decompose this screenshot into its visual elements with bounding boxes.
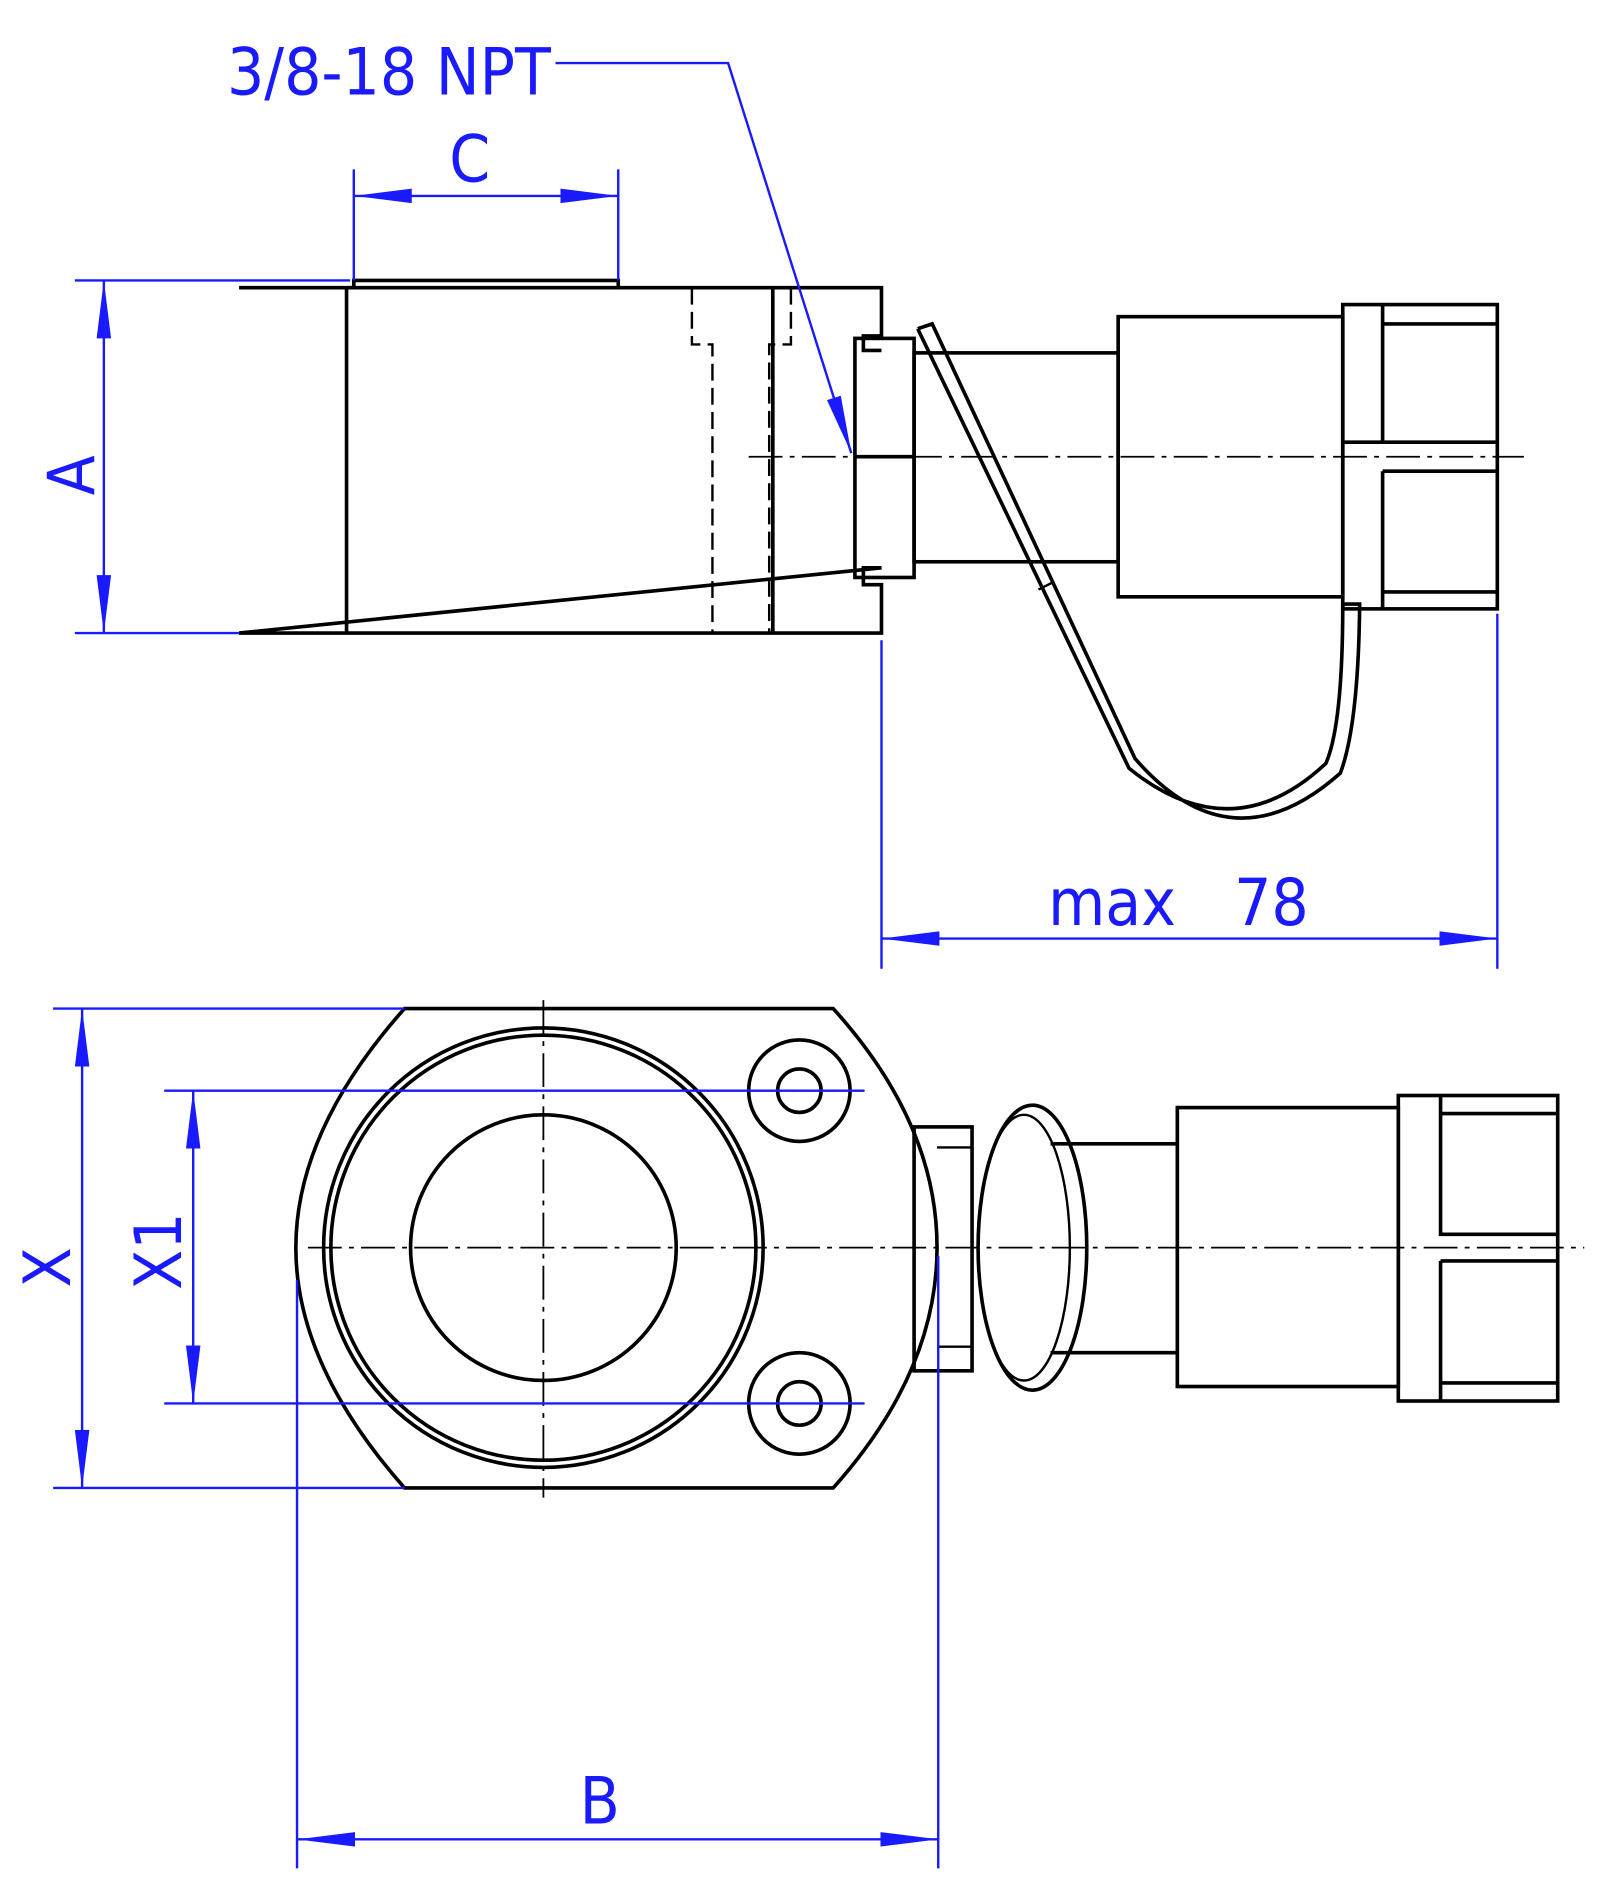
side-view: A C 3/8-18 NPT max 78	[34, 34, 1524, 969]
dimension-label-c: C	[449, 121, 490, 197]
dimension-c: C	[352, 121, 620, 281]
plan-view: X X1 B	[10, 1000, 1585, 1869]
dimension-label-max: max	[1048, 865, 1176, 941]
dimension-label-a: A	[34, 455, 110, 495]
thread-callout-text: 3/8-18 NPT	[227, 34, 552, 110]
dimension-b: B	[295, 1256, 940, 1869]
dimension-label-x1: X1	[121, 1212, 197, 1289]
dimension-value-78: 78	[1234, 865, 1309, 941]
dimension-x: X	[10, 1007, 405, 1490]
dimension-max-length: max 78	[880, 613, 1499, 969]
dust-cap-strap	[916, 321, 1362, 820]
thread-callout: 3/8-18 NPT	[227, 34, 853, 454]
base-outline	[294, 1006, 939, 1490]
dimension-a: A	[34, 279, 351, 635]
dimension-label-x: X	[10, 1247, 86, 1287]
dimension-label-b: B	[580, 1764, 620, 1840]
cylinder-body	[238, 278, 884, 635]
dimension-x1: X1	[121, 1089, 864, 1405]
